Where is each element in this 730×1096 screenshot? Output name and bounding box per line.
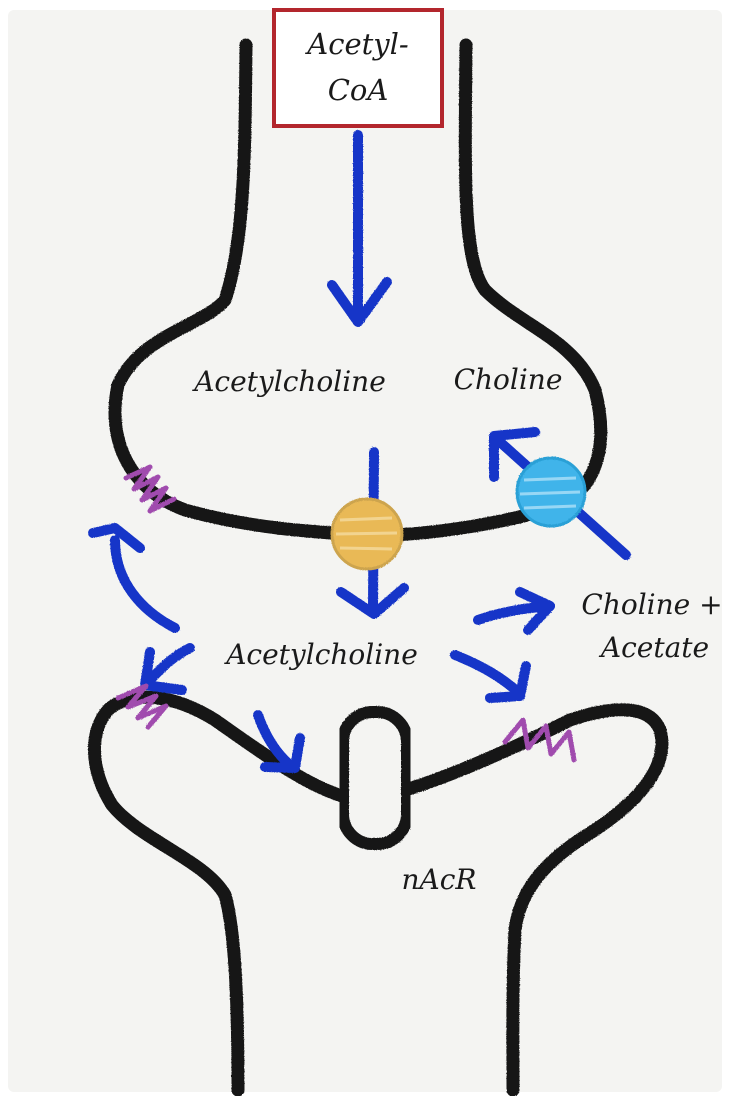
presynaptic-choline-label: Choline xyxy=(454,363,563,396)
oval-channel-icon xyxy=(343,712,407,844)
precursor-label-line2: CoA xyxy=(328,73,389,107)
receptor-label: nAcR xyxy=(401,863,476,896)
cleft-ach-label: Acetylcholine xyxy=(223,638,418,671)
presynaptic-ach-label: Acetylcholine xyxy=(191,365,386,398)
precursor-label-line1: Acetyl- xyxy=(304,27,408,61)
breakdown-label-line1: Choline + xyxy=(581,588,722,621)
breakdown-label-line2: Acetate xyxy=(598,631,709,664)
